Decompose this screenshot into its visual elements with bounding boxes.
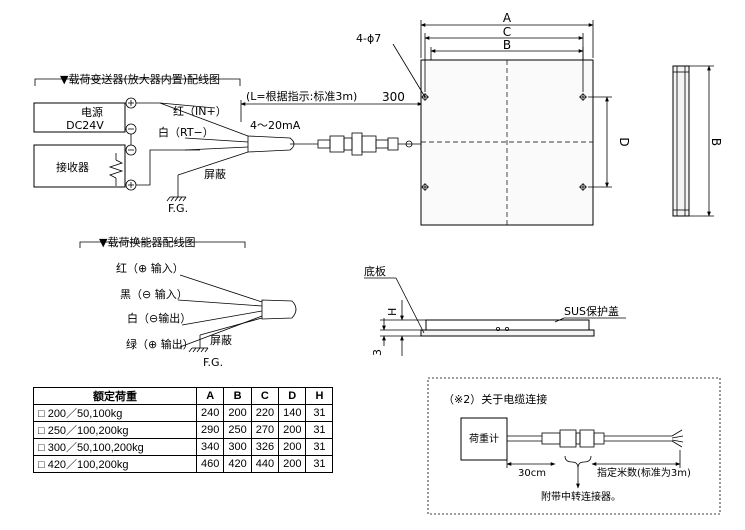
converter-green-label: 绿（⊕ 输出）	[126, 337, 194, 351]
terminal-plus-power	[125, 97, 137, 109]
header-c: C	[250, 387, 280, 405]
cell-b: 250	[223, 421, 252, 439]
converter-wiring-diagram: ▼载荷换能器配线图 红（⊕ 输入） 黑（⊖ 输入） 白（⊖输出） 绿（⊕ 输出）…	[79, 235, 297, 369]
cell-d: 200	[278, 421, 307, 439]
power-supply-voltage: DC24V	[66, 119, 104, 132]
dim-300: 300	[382, 90, 405, 104]
header-b: B	[223, 387, 252, 405]
transmitter-wiring-title: ▼载荷变送器(放大器内置)配线图	[60, 72, 220, 86]
cover-label: SUS保护盖	[564, 304, 619, 318]
cell-b: 300	[223, 438, 252, 456]
cell-h: 31	[305, 404, 334, 422]
converter-shield-label: 屏蔽	[210, 334, 232, 347]
holes-label: 4-ϕ7	[356, 32, 381, 45]
ground-label: F.G.	[168, 202, 188, 215]
header-rated-load: 额定荷重	[33, 387, 197, 405]
load-meter-box	[460, 417, 508, 461]
table-row: □ 250／100,200kg 290 250 270 200 31	[33, 421, 334, 439]
converter-wiring-title: ▼载荷换能器配线图	[99, 235, 195, 249]
red-wire-label: 红（IN+）	[173, 105, 227, 118]
cell-model: □ 420／100,200kg	[33, 455, 197, 473]
cable-note-title: （※2）关于电缆连接	[443, 392, 547, 406]
cell-model: □ 300／50,100,200kg	[33, 438, 197, 456]
cell-c: 440	[250, 455, 280, 473]
table-row: □ 200／50,100kg 240 200 220 140 31	[33, 404, 334, 422]
resistor-symbol	[108, 159, 124, 179]
dim-d-label: D	[617, 137, 631, 146]
terminal-minus-power	[125, 123, 137, 135]
cell-h: 31	[305, 438, 334, 456]
terminal-minus-receiver	[125, 144, 137, 156]
table-row: □ 420／100,200kg 460 420 440 200 31	[33, 455, 334, 473]
power-supply-label: 电源	[81, 105, 103, 119]
cell-a: 340	[195, 438, 225, 456]
converter-black-label: 黑（⊖ 输入）	[120, 287, 188, 301]
dim-b-side-label: B	[709, 138, 723, 146]
dim-h-label: H	[386, 308, 399, 316]
plate-top-view: 4-ϕ7 A C B D	[356, 11, 631, 226]
cell-d: 140	[278, 404, 307, 422]
receiver-label: 接收器	[56, 160, 89, 174]
cell-a: 460	[195, 455, 225, 473]
connector-plug	[317, 132, 413, 156]
transmitter-wiring-diagram: ▼载荷变送器(放大器内置)配线图 电源 DC24V 接收器	[33, 72, 430, 215]
dim-b-top-label: B	[503, 38, 511, 52]
converter-ground-label: F.G.	[203, 356, 223, 369]
header-d: D	[278, 387, 307, 405]
load-meter-label: 荷重计	[469, 432, 499, 445]
converter-white-label: 白（⊖输出）	[127, 311, 191, 325]
converter-red-label: 红（⊕ 输入）	[116, 261, 184, 275]
cable-connection-note: （※2）关于电缆连接 荷重计 30cm 附带中转连接器。 指定米数(标准为3m)	[427, 377, 721, 515]
cell-a: 240	[195, 404, 225, 422]
shield-label: 屏蔽	[204, 168, 226, 181]
adapter-note: 附带中转连接器。	[541, 490, 621, 503]
cell-d: 200	[278, 438, 307, 456]
cell-h: 31	[305, 455, 334, 473]
dim-3-label: 3	[371, 349, 384, 356]
cell-model: □ 200／50,100kg	[33, 404, 197, 422]
table-row: □ 300／50,100,200kg 340 300 326 200 31	[33, 438, 334, 456]
cell-d: 200	[278, 455, 307, 473]
header-h: H	[305, 387, 334, 405]
terminal-plus-receiver	[125, 179, 137, 191]
cell-model: □ 250／100,200kg	[33, 421, 197, 439]
cell-c: 326	[250, 438, 280, 456]
cell-c: 220	[250, 404, 280, 422]
header-a: A	[195, 387, 225, 405]
receiver-box	[33, 144, 126, 188]
signal-label: 4～20mA	[250, 119, 301, 132]
plate-side-view: B	[672, 65, 723, 217]
cable-sleeve	[247, 135, 295, 153]
base-plate-label: 底板	[364, 264, 386, 278]
cell-b: 200	[223, 404, 252, 422]
power-supply-box	[33, 102, 126, 133]
converter-cable-sleeve	[261, 299, 297, 320]
relay-connector	[541, 429, 605, 448]
cable-length-note: (L=根据指示:标准3m)	[246, 89, 357, 103]
specified-length: 指定米数(标准为3m)	[597, 466, 691, 479]
dim-c-label: C	[503, 25, 511, 39]
plate-front-view: 底板 SUS保护盖 H 3	[364, 264, 626, 356]
spec-table-header-row: 额定荷重 A B C D H	[33, 387, 334, 405]
white-wire-label: 白（RT−）	[158, 125, 214, 139]
cell-h: 31	[305, 421, 334, 439]
spec-table: 额定荷重 A B C D H □ 200／50,100kg 240 200 22…	[33, 387, 334, 473]
cell-a: 290	[195, 421, 225, 439]
mounting-holes	[421, 93, 587, 191]
cell-b: 420	[223, 455, 252, 473]
cell-c: 270	[250, 421, 280, 439]
dim-a-label: A	[503, 11, 512, 25]
dim-30cm: 30cm	[518, 468, 546, 479]
